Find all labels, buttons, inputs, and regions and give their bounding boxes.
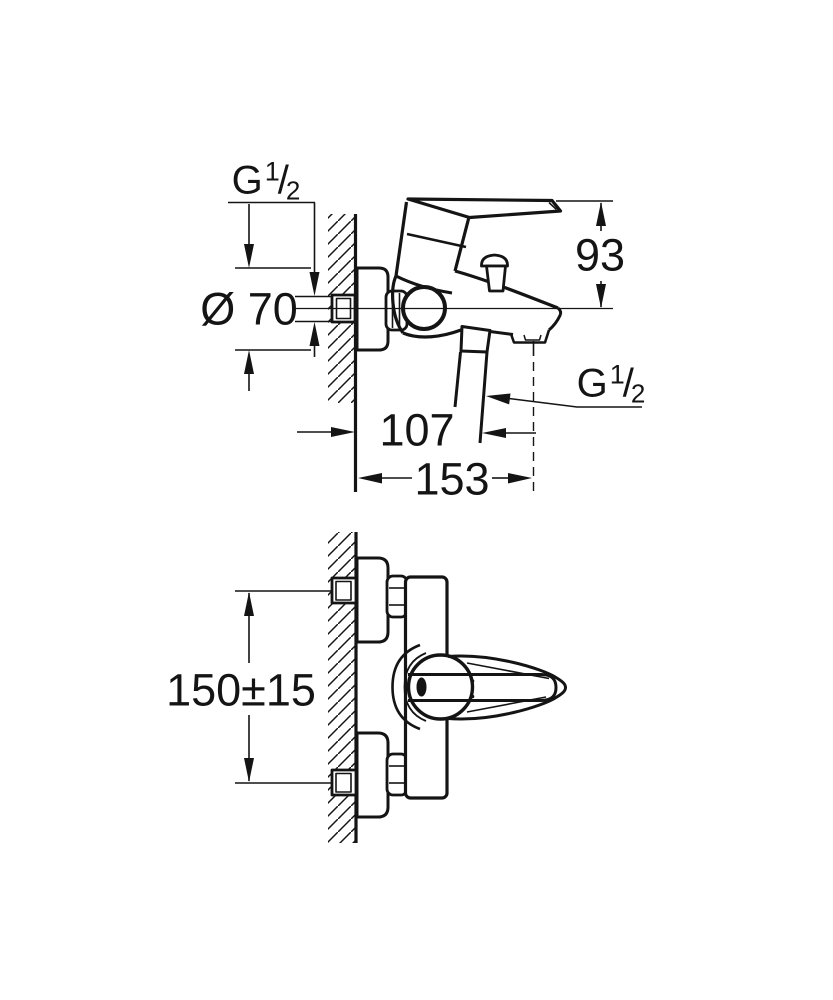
lever-facet-top (466, 662, 550, 680)
label-g-half-bottom: G1/2 (576, 359, 646, 409)
lever-handle (406, 197, 563, 220)
spout-tip (548, 306, 563, 332)
arrowhead-left (486, 393, 511, 405)
thread-numerator: 1 (609, 359, 625, 390)
spout-top-edge (454, 269, 559, 310)
wall-union-square-bottom-inner (335, 772, 352, 793)
body-housing-left (391, 275, 405, 334)
hose-left-edge (453, 351, 462, 408)
label-g-half-top: G1/2 (231, 156, 301, 206)
arrowhead-left (358, 473, 382, 484)
thread-denominator: 2 (285, 175, 301, 206)
escutcheon-top (355, 556, 390, 644)
diverter-knob-flange (480, 253, 509, 268)
arrowhead-down (596, 284, 606, 308)
label-dimension-150: 150±15 (166, 664, 316, 716)
temperature-indicator (416, 677, 427, 697)
escutcheon-bottom (355, 731, 390, 819)
g-half-leader (508, 397, 642, 408)
arrowhead-up (244, 592, 254, 616)
front-view (328, 532, 567, 843)
label-dimension-93: 93 (574, 229, 626, 281)
body-bottom (402, 328, 462, 339)
thread-slash: / (277, 158, 289, 203)
side-view-dimensions (228, 200, 642, 491)
arrowhead-up (244, 350, 254, 374)
cartridge-step-line (406, 232, 467, 249)
lever-silhouette (447, 654, 567, 721)
label-diameter-70: Ø 70 (200, 283, 298, 335)
lever-dot (470, 679, 475, 683)
label-dimension-107: 107 (379, 404, 455, 456)
arrowhead-down (244, 758, 254, 782)
front-view-dimensions (235, 590, 331, 784)
lever-tip-line (548, 201, 558, 211)
handle-dome-inner (403, 652, 427, 722)
wall-union-square-top-inner (335, 580, 352, 601)
handle-dome-outer (391, 643, 421, 731)
lever-bar (408, 673, 558, 702)
arrowhead-right (508, 473, 532, 484)
body-neck-right (453, 216, 471, 272)
aerator-inner (523, 334, 542, 341)
spout-underside (489, 330, 514, 336)
side-view (328, 197, 563, 492)
thread-denominator: 2 (630, 378, 646, 409)
hose-right-edge (478, 351, 489, 444)
thread-letter: G (576, 361, 608, 406)
lever-facet-bottom (466, 696, 547, 713)
lever-dot (470, 694, 475, 699)
arrowhead-up (596, 202, 606, 226)
handle-boss (406, 653, 475, 721)
diverter-knob-body (485, 264, 507, 293)
hose-connector (459, 325, 492, 354)
arrowhead-left (482, 428, 506, 438)
aerator (509, 329, 551, 344)
arrowhead-down (309, 272, 320, 296)
thread-numerator: 1 (264, 156, 280, 187)
arrowhead-up (309, 322, 320, 346)
label-dimension-153: 153 (414, 453, 490, 505)
arrowhead-right (331, 427, 355, 437)
body-neck-left (394, 201, 409, 277)
thread-letter: G (231, 158, 263, 203)
arrowhead-down (244, 244, 254, 268)
thread-slash: / (622, 361, 634, 406)
